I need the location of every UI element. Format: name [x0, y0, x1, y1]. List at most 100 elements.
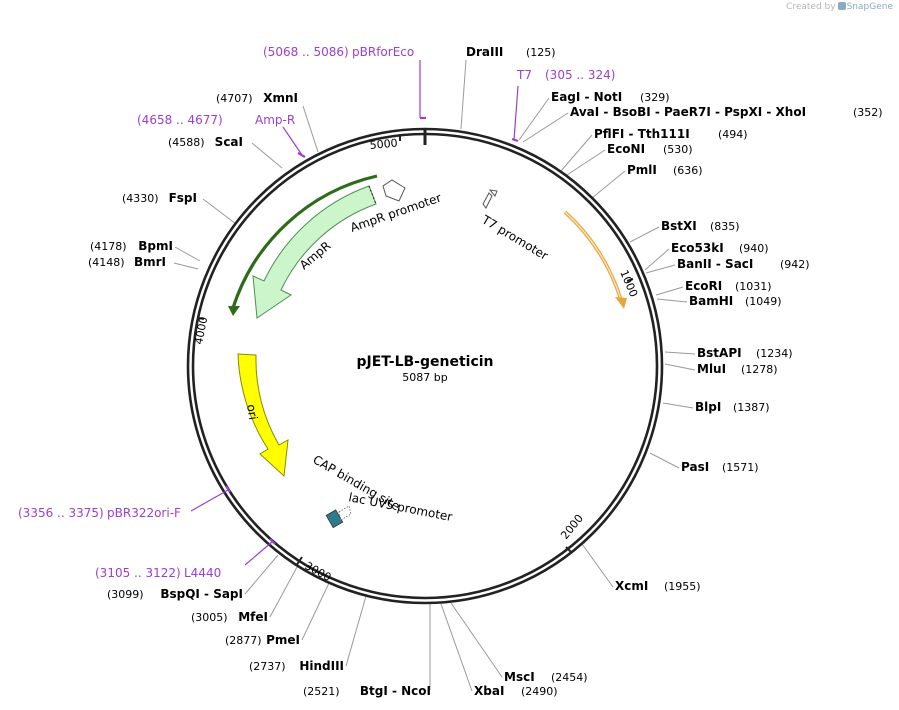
primer-range-l4440: (3105 .. 3122) — [95, 566, 181, 580]
site-name-avai-bsobi-paer7i-pspxi-xhoi: AvaI - BsoBI - PaeR7I - PspXI - XhoI — [570, 105, 806, 119]
site-pos-banii-saci: (942) — [780, 258, 810, 271]
plasmid-length: 5087 bp — [402, 371, 447, 384]
site-name-scai: ScaI — [215, 135, 243, 149]
plasmid-name: pJET-LB-geneticin — [356, 354, 493, 370]
site-pos-draiii: (125) — [526, 46, 556, 59]
site-pos-pmei: (2877) — [225, 634, 262, 647]
leader-pflfi-tth111i — [560, 134, 593, 172]
leader-banii-saci — [645, 264, 676, 274]
primer-range-pbr322ori-f: (3356 .. 3375) — [18, 506, 104, 520]
site-pos-pflfi-tth111i: (494) — [718, 128, 748, 141]
site-name-bspqi-sapi: BspQI - SapI — [160, 587, 243, 601]
site-pos-econi: (530) — [663, 143, 693, 156]
leader-avai-bsobi-paer7i-pspxi-xhoi — [522, 112, 569, 143]
site-pos-bpmi: (4178) — [90, 240, 127, 253]
leader-msci — [450, 602, 503, 678]
leader-xbai — [440, 603, 473, 692]
tick-mark-2000 — [565, 546, 572, 553]
site-pos-pasi: (1571) — [722, 461, 759, 474]
site-name-bstapi: BstAPI — [697, 346, 742, 360]
leader-bpmi — [174, 246, 201, 262]
site-pos-eco53ki: (940) — [739, 242, 769, 255]
site-pos-ecori: (1031) — [735, 280, 772, 293]
site-name-eagi-noti: EagI - NotI — [551, 90, 622, 104]
leader-pmei — [301, 582, 330, 641]
site-name-hindiii: HindIII — [299, 659, 344, 673]
site-pos-blpi: (1387) — [733, 401, 770, 414]
site-pos-xmni: (4707) — [216, 92, 253, 105]
t7-promoter-arrow — [482, 189, 498, 209]
site-name-fspi: FspI — [169, 191, 197, 205]
orange-feature-arc — [563, 210, 623, 301]
snapgene-watermark: Created by SnapGene — [786, 2, 893, 12]
site-pos-fspi: (4330) — [122, 192, 159, 205]
primer-range-t7: (305 .. 324) — [545, 68, 615, 82]
site-name-banii-saci: BanII - SacI — [677, 257, 753, 271]
tick-label-3000: 3000 — [303, 559, 334, 584]
watermark-brand: SnapGene — [846, 2, 893, 12]
site-pos-bmri: (4148) — [88, 256, 125, 269]
primer-name-pbr322ori-f: pBR322ori-F — [107, 506, 181, 520]
ampr-cds-dotted-end — [368, 185, 377, 205]
primer-mark-pbr322ori-f — [225, 485, 231, 493]
primer-leader-amp-r — [282, 126, 303, 156]
site-pos-mfei: (3005) — [191, 611, 228, 624]
primer-sites: pBRforEco(5068 .. 5086)T7(305 .. 324)Amp… — [18, 45, 615, 580]
site-pos-bamhi: (1049) — [745, 295, 782, 308]
primer-mark-l4440 — [269, 538, 276, 545]
site-name-xmni: XmnI — [263, 91, 298, 105]
site-name-pmei: PmeI — [266, 633, 300, 647]
leader-xmni — [302, 105, 319, 153]
leader-pasi — [649, 452, 680, 469]
site-pos-xcmi: (1955) — [664, 580, 701, 593]
site-pos-pmli: (636) — [673, 164, 703, 177]
site-name-pasi: PasI — [681, 460, 709, 474]
site-pos-btgi-ncoi: (2521) — [303, 685, 340, 698]
leader-mfei — [269, 566, 298, 618]
primer-leader-pbr322ori-f — [190, 489, 229, 512]
site-name-xcmi: XcmI — [615, 579, 648, 593]
leader-eagi-noti — [518, 97, 550, 141]
site-pos-eagi-noti: (329) — [640, 91, 670, 104]
tick-label-5000: 5000 — [369, 137, 398, 152]
site-pos-xbai: (2490) — [521, 685, 558, 698]
leader-ecori — [655, 286, 684, 296]
site-name-btgi-ncoi: BtgI - NcoI — [360, 684, 431, 698]
site-name-blpi: BlpI — [695, 400, 721, 414]
backbone — [186, 127, 664, 605]
leader-eco53ki — [644, 248, 670, 271]
leader-econi — [566, 149, 606, 176]
site-name-bmri: BmrI — [134, 255, 166, 269]
site-pos-bstxi: (835) — [710, 220, 740, 233]
feature-label-lac-uv5-promoter: lac UV5 promoter — [347, 490, 453, 524]
leader-bstxi — [629, 226, 660, 243]
tick-mark-3000 — [295, 556, 303, 567]
site-name-eco53ki: Eco53kI — [671, 241, 724, 255]
restriction-sites: DraIII(125)EagI - NotI(329)AvaI - BsoBI … — [88, 45, 883, 698]
site-pos-avai-bsobi-paer7i-pspxi-xhoi: (352) — [853, 106, 883, 119]
snapgene-logo-icon — [837, 2, 846, 10]
site-pos-hindiii: (2737) — [249, 660, 286, 673]
site-name-pflfi-tth111i: PflFI - Tth111I — [594, 127, 690, 141]
site-name-msci: MscI — [504, 670, 535, 684]
cap-binding-site-marker — [338, 505, 352, 521]
leader-bstapi — [664, 351, 696, 355]
ampr-cds-arrow — [252, 185, 377, 319]
primer-leader-t7 — [513, 85, 519, 141]
tick-label-4000: 4000 — [192, 316, 210, 346]
leader-draiii — [460, 59, 467, 130]
leader-bmri — [173, 262, 199, 270]
site-name-pmli: PmlI — [627, 163, 657, 177]
site-pos-msci: (2454) — [551, 671, 588, 684]
primer-name-t7: T7 — [516, 68, 532, 82]
site-name-mfei: MfeI — [238, 610, 268, 624]
site-name-bstxi: BstXI — [661, 219, 697, 233]
origin-marker — [423, 129, 427, 145]
primer-mark-t7 — [511, 137, 519, 143]
leader-scai — [251, 142, 283, 169]
watermark-prefix: Created by — [786, 2, 836, 12]
site-pos-mlui: (1278) — [741, 363, 778, 376]
leader-bamhi — [656, 298, 688, 303]
primer-name-l4440: L4440 — [184, 566, 221, 580]
